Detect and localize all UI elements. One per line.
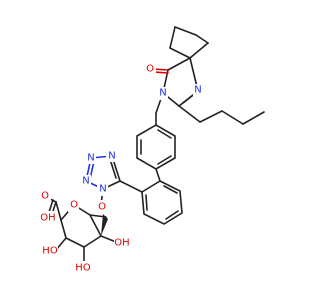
label-bg	[145, 62, 156, 75]
label-bg	[80, 175, 91, 188]
atom-n4-tetrazole: N	[99, 184, 106, 195]
label-bg	[85, 151, 96, 164]
bond	[55, 201, 62, 221]
label-bg	[68, 199, 79, 212]
bond	[199, 110, 223, 123]
atom-o-acid-double: O	[41, 191, 49, 202]
atom-o-linker: O	[98, 202, 106, 213]
atom-oh-acid: OH	[40, 213, 55, 224]
bond	[60, 219, 67, 239]
label-bg	[157, 87, 168, 100]
wedges	[101, 214, 108, 236]
label-bg	[40, 211, 56, 224]
bond	[169, 26, 176, 49]
bond	[145, 194, 148, 211]
bond	[65, 237, 85, 248]
wedge-bond	[101, 214, 108, 236]
bond	[153, 68, 169, 71]
bond	[167, 57, 191, 71]
atom-oh-4: OH	[114, 238, 129, 249]
atom-o-ring: O	[70, 200, 78, 211]
atom-labels: O N N N N N N O O O OH HO HO OH	[40, 62, 204, 274]
bond	[119, 180, 143, 193]
bond	[242, 111, 265, 125]
structure-diagram: O N N N N N N O O O OH HO HO OH	[40, 26, 265, 274]
bond	[48, 199, 54, 213]
label-bg	[114, 237, 130, 250]
atom-o-ketone: O	[146, 64, 154, 75]
label-bg	[96, 200, 107, 213]
label-bg	[40, 190, 51, 203]
bond	[157, 155, 172, 165]
label-bg	[106, 149, 117, 162]
bond	[89, 214, 102, 237]
label-bg	[193, 84, 204, 97]
label-bg	[42, 244, 58, 257]
bond	[221, 110, 244, 125]
bond	[136, 124, 176, 170]
atom-n2-tetrazole: N	[87, 153, 94, 164]
bond	[165, 210, 179, 220]
bond	[109, 158, 117, 179]
bond	[163, 185, 178, 194]
bond	[169, 47, 191, 59]
atom-n-amide: N	[159, 88, 166, 99]
bond	[189, 42, 209, 59]
bond	[174, 26, 197, 36]
bond	[153, 71, 169, 74]
atom-ho-2: HO	[42, 246, 58, 257]
bond	[157, 129, 172, 139]
bond	[100, 235, 117, 243]
bond	[195, 34, 209, 44]
atom-n3-tetrazole: N	[82, 176, 89, 187]
bond	[141, 180, 183, 225]
label-bg	[97, 183, 108, 196]
label-bg	[75, 261, 91, 274]
bond	[155, 168, 161, 182]
atom-n-imine: N	[194, 85, 201, 96]
atom-n1-tetrazole: N	[108, 151, 115, 162]
bond	[83, 235, 102, 248]
atom-ho-3: HO	[75, 263, 91, 274]
bond	[178, 105, 201, 123]
